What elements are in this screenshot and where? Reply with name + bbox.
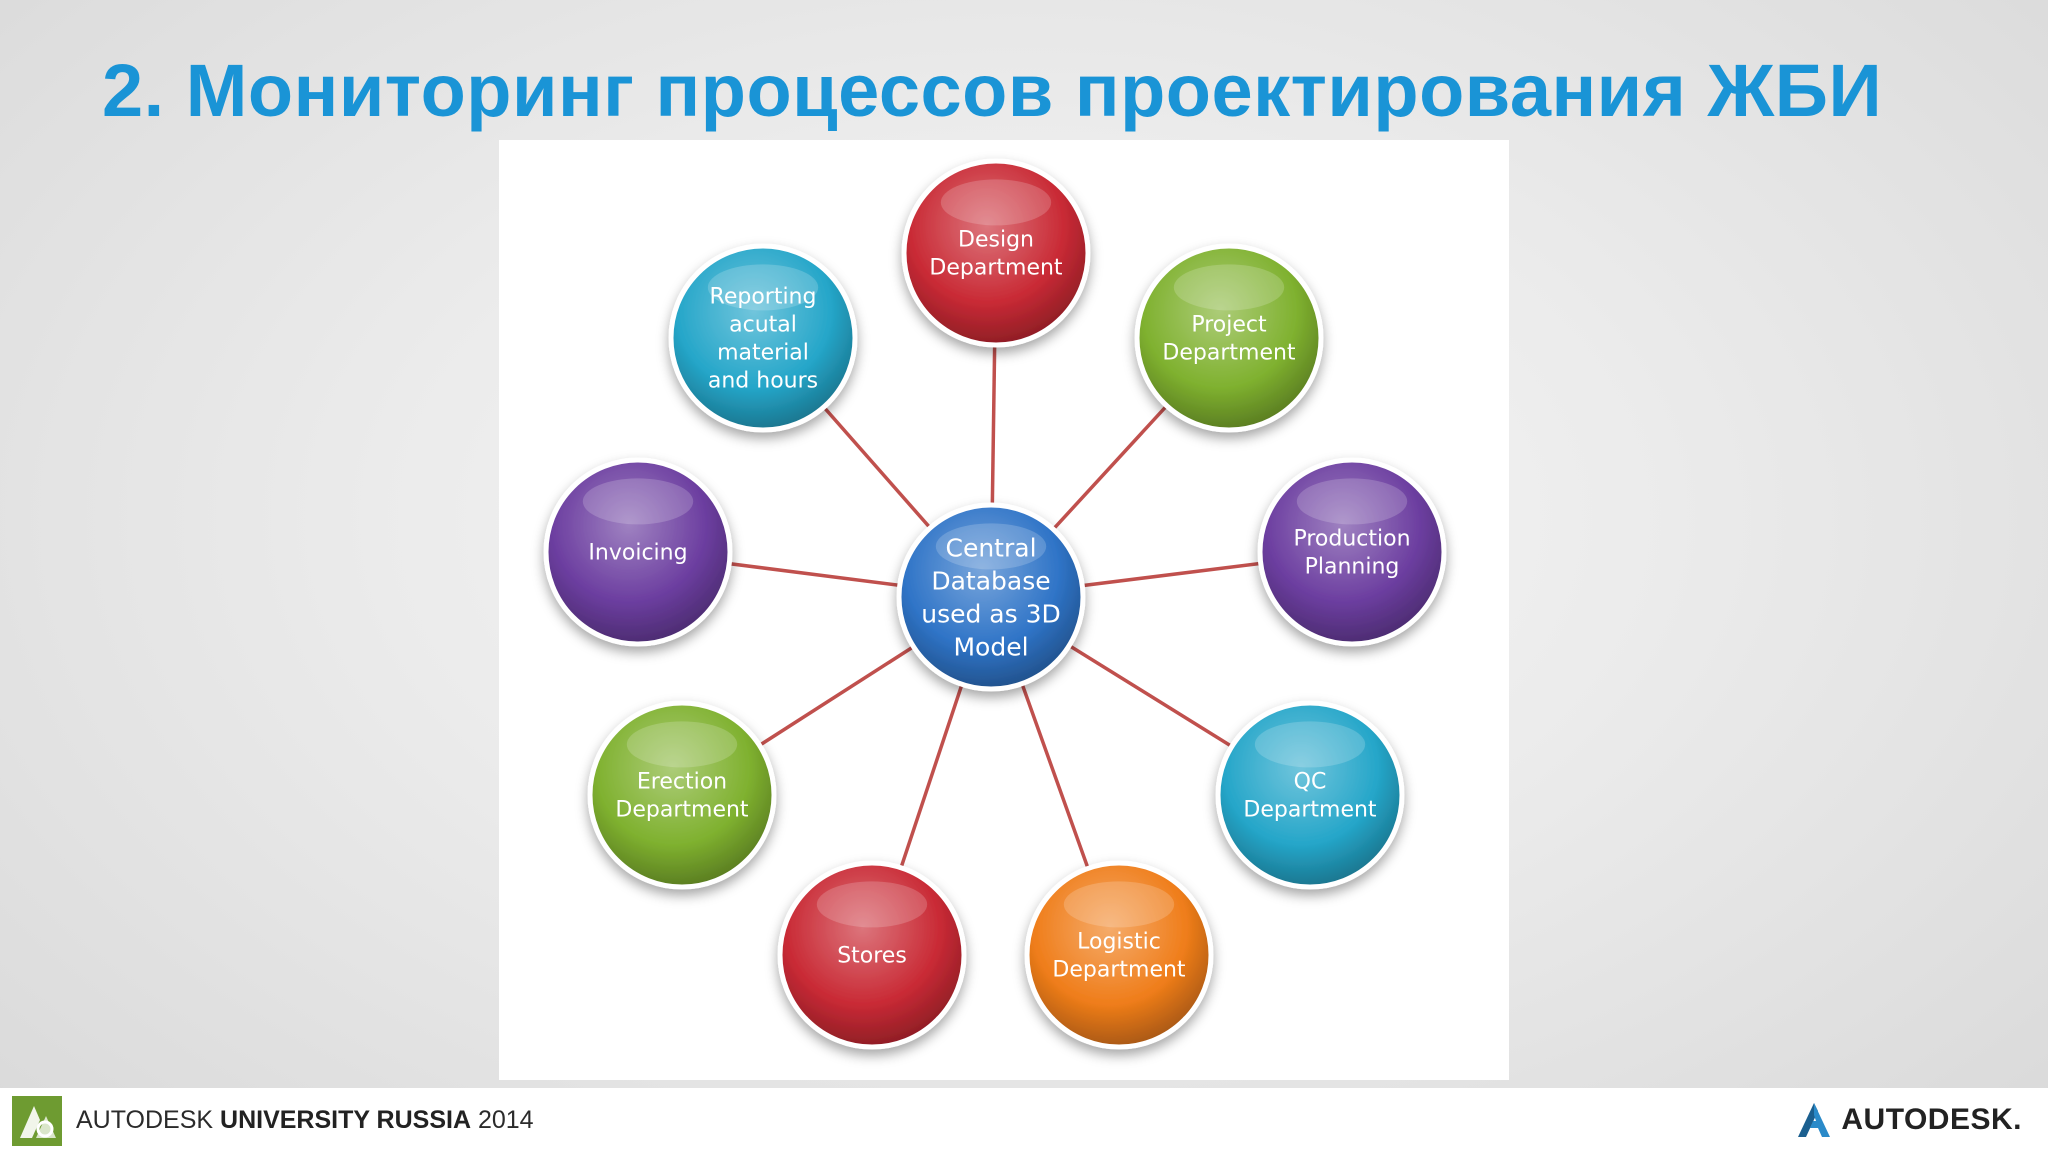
node-project-highlight	[1173, 264, 1285, 311]
node-invoicing-label: Invoicing	[588, 541, 687, 566]
node-central-database-highlight	[935, 523, 1047, 570]
node-erection-circle	[587, 700, 777, 890]
node-reporting-label: and hours	[708, 369, 818, 394]
node-qc: QC Department	[1215, 700, 1405, 890]
footer-bar: AUTODESK UNIVERSITY RUSSIA 2014 AUTODESK…	[0, 1088, 2048, 1152]
node-stores-circle	[777, 860, 967, 1050]
footer-brand-prefix: AUTODESK	[76, 1106, 214, 1134]
node-production-label: Production	[1293, 527, 1410, 552]
autodesk-wordmark: AUTODESK.	[1841, 1103, 2022, 1136]
autodesk-mark-icon	[1798, 1103, 1831, 1137]
node-reporting-label: Reporting	[710, 285, 817, 310]
node-design-circle	[901, 158, 1091, 348]
node-logistic-highlight	[1063, 881, 1175, 928]
node-logistic-label: Logistic	[1077, 930, 1161, 955]
node-production-circle	[1257, 457, 1447, 647]
slide-title: 2. Мониторинг процессов проектирования Ж…	[102, 49, 1883, 132]
node-reporting-highlight	[707, 264, 819, 311]
footer-brand-year: 2014	[477, 1106, 534, 1134]
node-qc-label: QC	[1294, 770, 1327, 795]
footer-brand-bold: UNIVERSITY RUSSIA	[220, 1106, 472, 1134]
node-reporting: Reporting acutal material and hours	[668, 243, 858, 433]
node-central-database-circle	[896, 502, 1086, 692]
node-stores-highlight	[816, 881, 928, 928]
node-reporting-label: material	[717, 341, 809, 366]
node-erection-label: Department	[615, 798, 749, 823]
node-erection-label: Erection	[637, 770, 727, 795]
node-project-label: Department	[1162, 341, 1296, 366]
node-reporting-circle	[668, 243, 858, 433]
node-qc-label: Department	[1243, 798, 1377, 823]
node-reporting-label: acutal	[729, 313, 797, 338]
node-logistic-circle	[1024, 860, 1214, 1050]
node-project-circle	[1134, 243, 1324, 433]
node-production-highlight	[1296, 478, 1408, 525]
node-invoicing: Invoicing	[543, 457, 733, 647]
node-invoicing-highlight	[582, 478, 694, 525]
node-design-highlight	[940, 179, 1052, 226]
node-stores: Stores	[777, 860, 967, 1050]
node-invoicing-circle	[543, 457, 733, 647]
footer-brand-text: AUTODESK UNIVERSITY RUSSIA 2014	[76, 1106, 534, 1135]
autodesk-logo: AUTODESK.	[1795, 1100, 2022, 1140]
node-erection-highlight	[626, 721, 738, 768]
node-project-label: Project	[1191, 313, 1267, 338]
hub-diagram: DesignDepartmentProjectDepartmentProduct…	[543, 158, 1447, 1050]
node-central-database-label: Database	[931, 566, 1050, 595]
node-production-label: Planning	[1305, 555, 1400, 580]
node-qc-highlight	[1254, 721, 1366, 768]
node-stores-label: Stores	[837, 944, 907, 969]
node-central-database-label: used as 3D	[921, 599, 1061, 628]
node-design-label: Department	[929, 256, 1063, 281]
node-design-label: Design	[958, 228, 1034, 253]
autodesk-university-icon	[12, 1096, 62, 1146]
node-qc-circle	[1215, 700, 1405, 890]
node-central-database-label: Model	[953, 632, 1028, 661]
node-logistic-label: Department	[1052, 958, 1186, 983]
node-central-database-label: Central	[945, 533, 1036, 562]
